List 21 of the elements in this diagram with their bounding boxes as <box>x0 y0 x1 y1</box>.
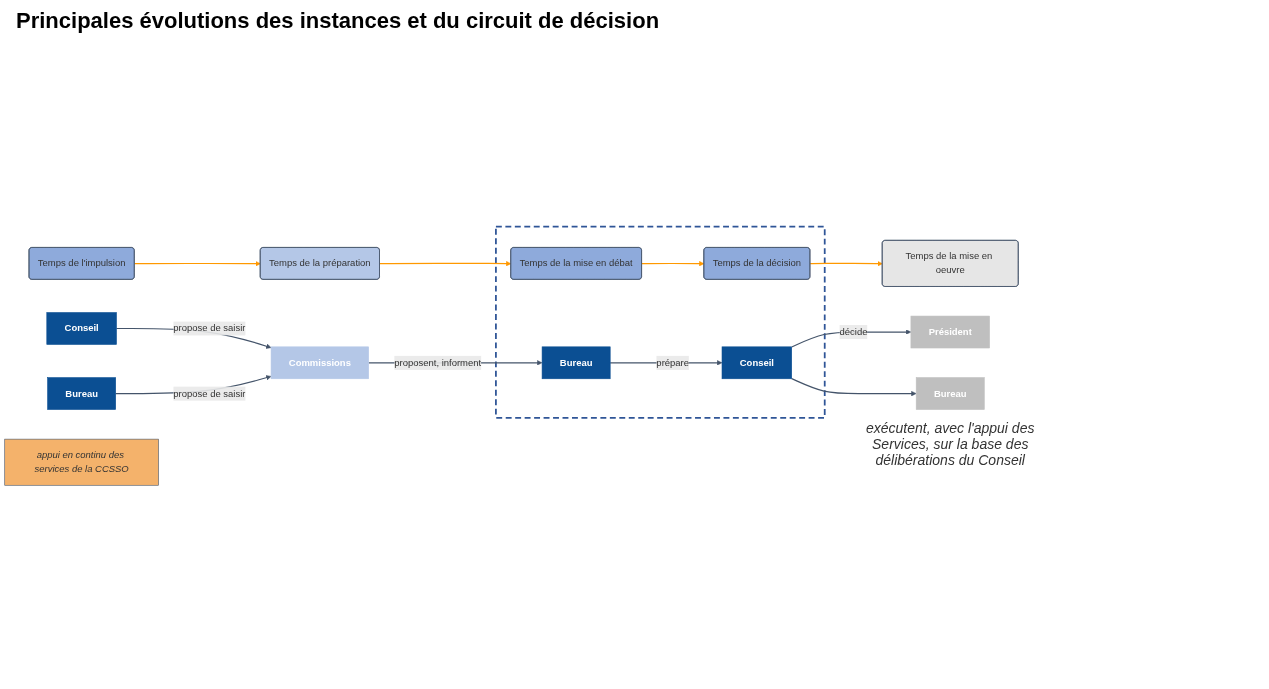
edge-label: propose de saisir <box>173 388 246 399</box>
node-box: Conseil <box>46 312 117 345</box>
arrow <box>791 378 917 397</box>
cluster <box>495 225 826 419</box>
node-note: exécutent, avec l'appui des Services, sur la base des délibérations du Conseil <box>865 419 1036 468</box>
arrow <box>379 261 512 267</box>
edge-label: décide <box>839 326 868 337</box>
node-box: appui en continu des services de la CCSSO <box>4 438 159 486</box>
node-box: Bureau <box>47 377 116 410</box>
arrow <box>809 261 883 267</box>
node-box: Bureau <box>915 377 985 410</box>
node-box: Président <box>910 315 990 349</box>
node-box: Conseil <box>721 346 792 380</box>
diagram-title: Principales évolutions des instances et du circuit de décision <box>16 8 661 34</box>
node-box: Bureau <box>541 346 611 380</box>
edge-label: prépare <box>656 357 689 368</box>
arrow <box>641 261 705 267</box>
edge-label: propose de saisir <box>173 323 246 334</box>
node-box: Commissions <box>270 346 369 380</box>
edge-label: proposent, informent <box>394 357 482 368</box>
arrow <box>134 261 261 267</box>
